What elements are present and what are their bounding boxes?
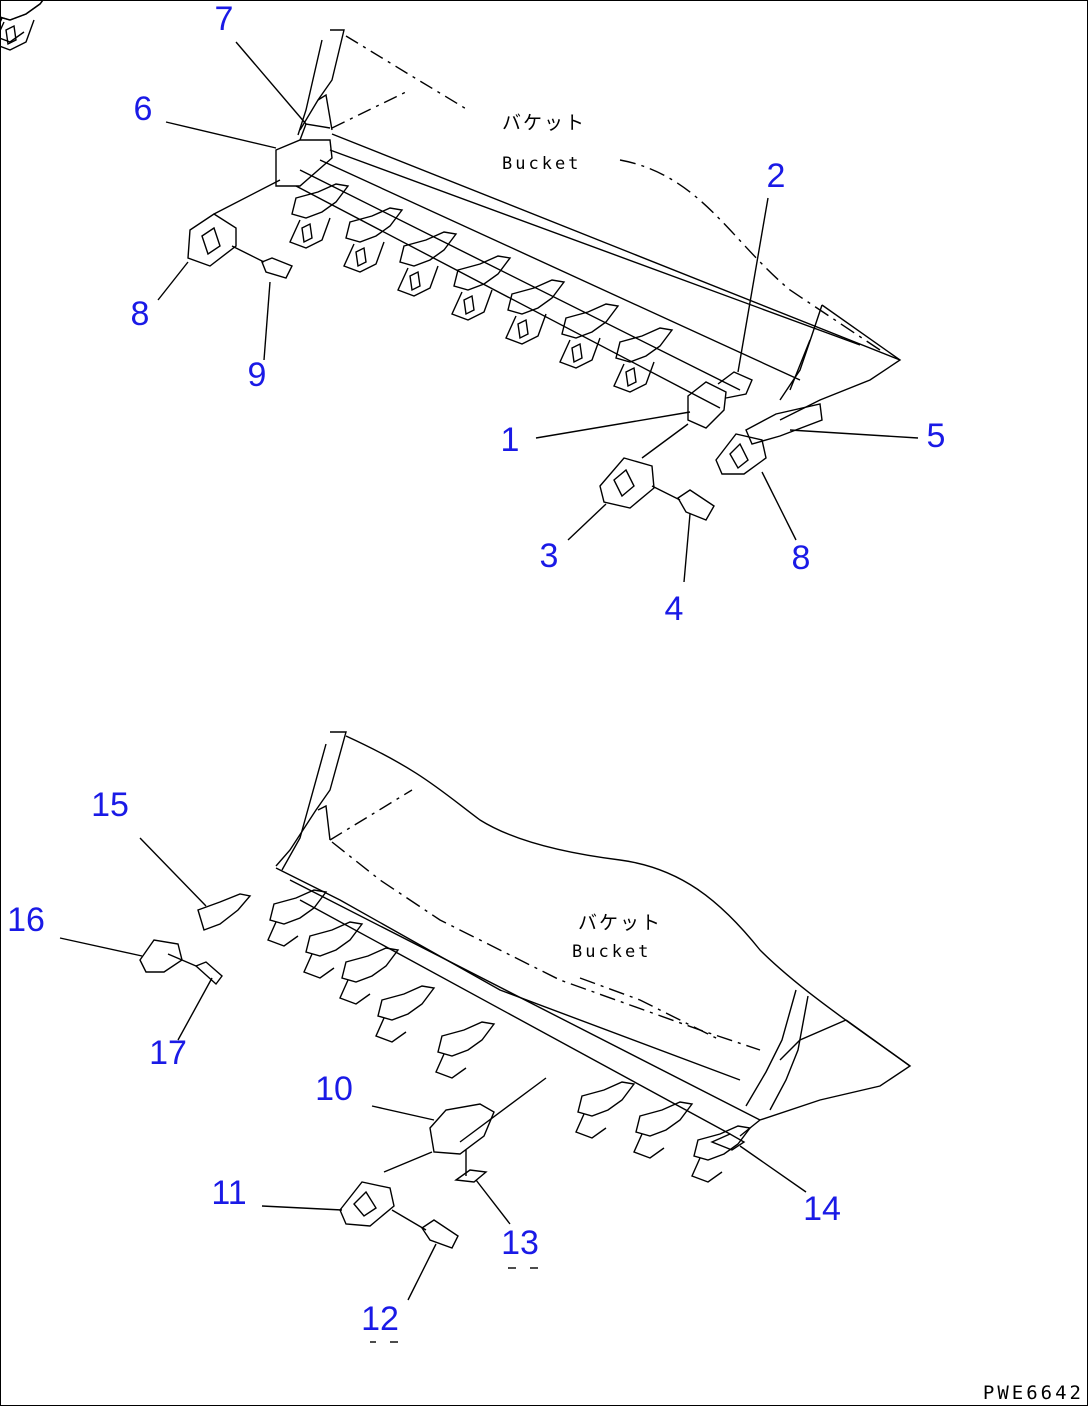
bucket-label-en-bottom: Bucket — [572, 942, 652, 962]
callout-4: 4 — [664, 590, 684, 628]
callout-14: 14 — [803, 1190, 841, 1228]
callout-16: 16 — [7, 901, 45, 939]
bucket-label-en-top: Bucket — [502, 154, 582, 174]
callout-6: 6 — [133, 90, 153, 128]
bucket-bottom-teeth — [0, 0, 761, 1183]
bucket-top-teeth — [0, 0, 741, 409]
callout-8-left: 8 — [130, 295, 150, 333]
callout-9: 9 — [247, 356, 267, 394]
top-leader-lines — [157, 41, 919, 583]
bucket-label-jp-bottom: バケット — [578, 912, 663, 934]
callout-13: 13 — [501, 1224, 539, 1262]
callout-7: 7 — [214, 0, 234, 38]
bucket-label-jp-top: バケット — [502, 112, 587, 134]
callout-11: 11 — [211, 1174, 247, 1212]
callout-15: 15 — [91, 786, 129, 824]
bottom-exploded-parts — [139, 893, 746, 1249]
callout-17: 17 — [149, 1034, 187, 1072]
drawing-code: PWE6642 — [982, 1382, 1084, 1404]
callout-8-right: 8 — [791, 539, 811, 577]
callout-3: 3 — [539, 537, 559, 575]
top-exploded-parts — [187, 123, 823, 521]
bucket-bottom-outline — [275, 731, 912, 1137]
bucket-top-outline — [297, 29, 902, 421]
callout-10: 10 — [315, 1070, 353, 1108]
callout-2: 2 — [766, 157, 786, 195]
callout-1: 1 — [500, 421, 520, 459]
callout-5: 5 — [926, 417, 946, 455]
callout-12: 12 — [361, 1300, 399, 1338]
bottom-leader-lines — [59, 837, 807, 1343]
